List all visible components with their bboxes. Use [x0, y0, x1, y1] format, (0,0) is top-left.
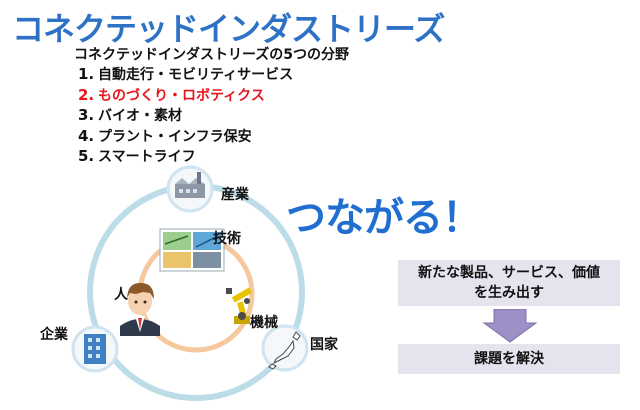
field-number: 1. [78, 65, 95, 83]
field-item-4: 4.プラント・インフラ保安 [78, 126, 293, 147]
building-icon [71, 325, 119, 373]
robot-arm-icon [226, 287, 253, 324]
fields-list: 1.自動走行・モビリティサービス 2.ものづくり・ロボティクス 3.バイオ・素材… [78, 64, 293, 167]
label-technology: 技術 [213, 231, 241, 247]
slogan-text: つながる！ [286, 195, 482, 241]
technology-image [159, 228, 225, 272]
factory-icon [166, 165, 214, 213]
field-number: 2. [78, 85, 95, 104]
field-text: プラント・インフラ保安 [98, 128, 252, 145]
label-person: 人 [114, 287, 128, 303]
person-illustration [120, 282, 160, 336]
field-text: 自動走行・モビリティサービス [98, 67, 294, 83]
page-title: コネクテッドインダストリーズ [12, 10, 445, 48]
field-text: ものづくり・ロボティクス [98, 87, 265, 104]
fields-heading: コネクテッドインダストリーズの5つの分野 [74, 47, 350, 63]
label-company: 企業 [40, 327, 68, 343]
field-item-3: 3.バイオ・素材 [78, 105, 293, 126]
field-item-5: 5.スマートライフ [78, 146, 293, 167]
down-arrow-icon [482, 309, 538, 343]
field-text: バイオ・素材 [98, 108, 182, 124]
field-number: 4. [78, 126, 95, 145]
outcome-solve-text: 課題を解決 [474, 351, 544, 367]
outcome-line-2: を生み出す [474, 285, 544, 301]
outcome-box-create-value: 新たな製品、サービス、価値 を生み出す [398, 260, 620, 306]
field-item-2: 2.ものづくり・ロボティクス [78, 85, 293, 106]
label-machine: 機械 [250, 315, 278, 331]
japan-map-icon [261, 324, 309, 372]
outcome-box-solve-issues: 課題を解決 [398, 344, 620, 374]
outcome-line-1: 新たな製品、サービス、価値 [418, 265, 600, 281]
field-number: 5. [78, 147, 95, 165]
field-number: 3. [78, 106, 95, 124]
field-item-1: 1.自動走行・モビリティサービス [78, 64, 293, 85]
label-industry: 産業 [221, 187, 249, 203]
field-text: スマートライフ [98, 149, 196, 165]
label-nation: 国家 [310, 337, 338, 353]
